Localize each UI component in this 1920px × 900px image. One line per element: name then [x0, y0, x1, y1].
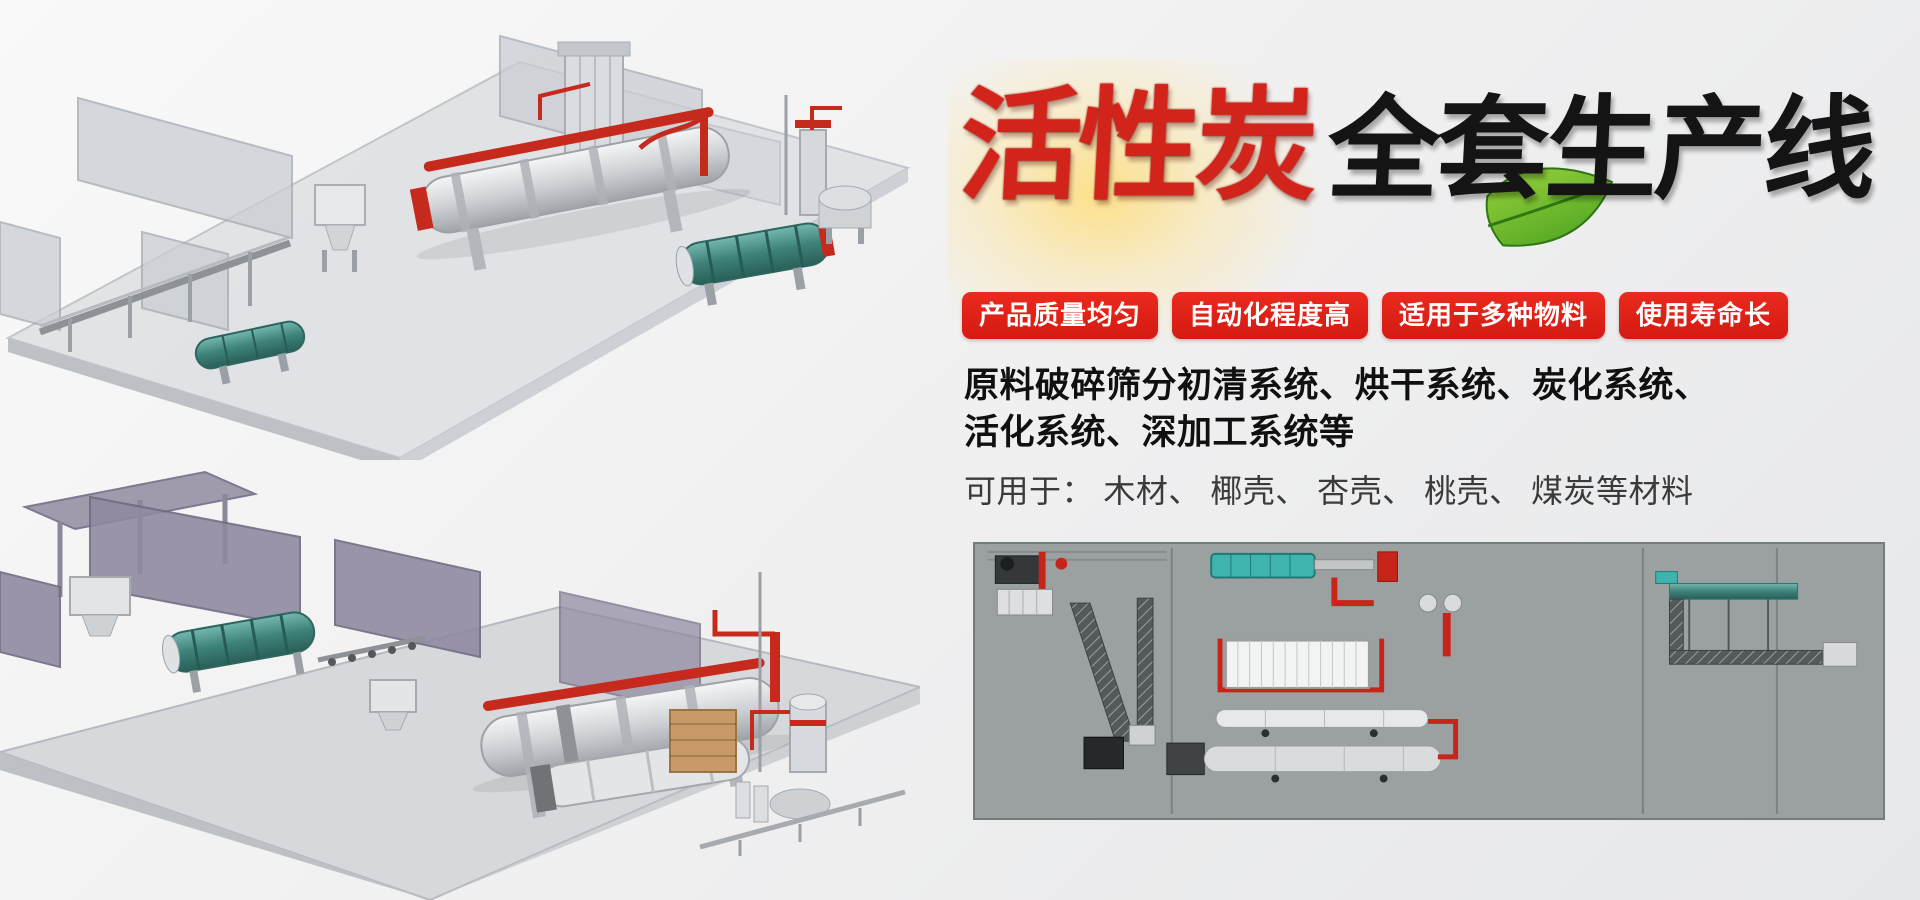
badge-automation: 自动化程度高 [1172, 292, 1369, 339]
plant-layout-diagram-panel [973, 542, 1885, 820]
systems-line-1: 原料破碎筛分初清系统、烘干系统、炭化系统、 [964, 366, 1710, 405]
leaf-icon [1485, 167, 1614, 247]
systems-line-2: 活化系统、深加工系统等 [964, 413, 1355, 452]
rotary-dryer-drum [409, 107, 751, 271]
roller-conveyor [317, 635, 426, 666]
plant-layout-top-view [987, 547, 1858, 815]
materials-line: 可用于： 木材、 椰壳、 杏壳、 桃壳、 煤炭等材料 [964, 473, 1694, 509]
feed-conveyor [38, 235, 292, 352]
discharge-boxes [1083, 724, 1156, 770]
feature-badges: 产品质量均匀 自动化程度高 适用于多种物料 使用寿命长 [962, 292, 1789, 339]
description-block: 原料破碎筛分初清系统、烘干系统、炭化系统、 活化系统、深加工系统等 可用于： 木… [964, 362, 1710, 512]
activation-drum-plan [1166, 718, 1459, 783]
heat-exchanger [1217, 638, 1385, 693]
badge-materials: 适用于多种物料 [1382, 292, 1606, 339]
rotary-cooler-plan [1210, 551, 1398, 607]
process-piping [538, 82, 708, 176]
feeder-hopper [314, 184, 366, 272]
title-red-text: 活性炭 [956, 73, 1318, 217]
wall-panels [0, 495, 701, 716]
green-rotary-drum [162, 611, 316, 693]
walkway-conveyor [699, 789, 906, 856]
crusher-drum [194, 320, 306, 385]
cyclone-separators [1418, 593, 1463, 657]
cooling-drum [675, 222, 836, 306]
dryer-drum-plan [1215, 709, 1429, 738]
carbonization-furnace [784, 95, 872, 244]
hopper-box [369, 679, 417, 731]
inclined-conveyor [1069, 602, 1136, 742]
brick-heat-chamber [669, 709, 737, 773]
production-line-render-bottom [0, 470, 920, 900]
packing-conveyor-section [1655, 571, 1858, 667]
vertical-belt [1136, 597, 1154, 742]
feeder-unit [69, 576, 131, 637]
badge-quality: 产品质量均匀 [962, 292, 1159, 339]
production-line-render-top [0, 34, 911, 460]
main-title: 活性炭 全套生产线 [956, 73, 1877, 217]
badge-lifespan: 使用寿命长 [1619, 292, 1789, 339]
red-riser-pipes [712, 610, 780, 702]
title-black-text: 全套生产线 [1324, 84, 1877, 215]
furnace-tower [735, 572, 831, 823]
control-units [994, 551, 1068, 616]
